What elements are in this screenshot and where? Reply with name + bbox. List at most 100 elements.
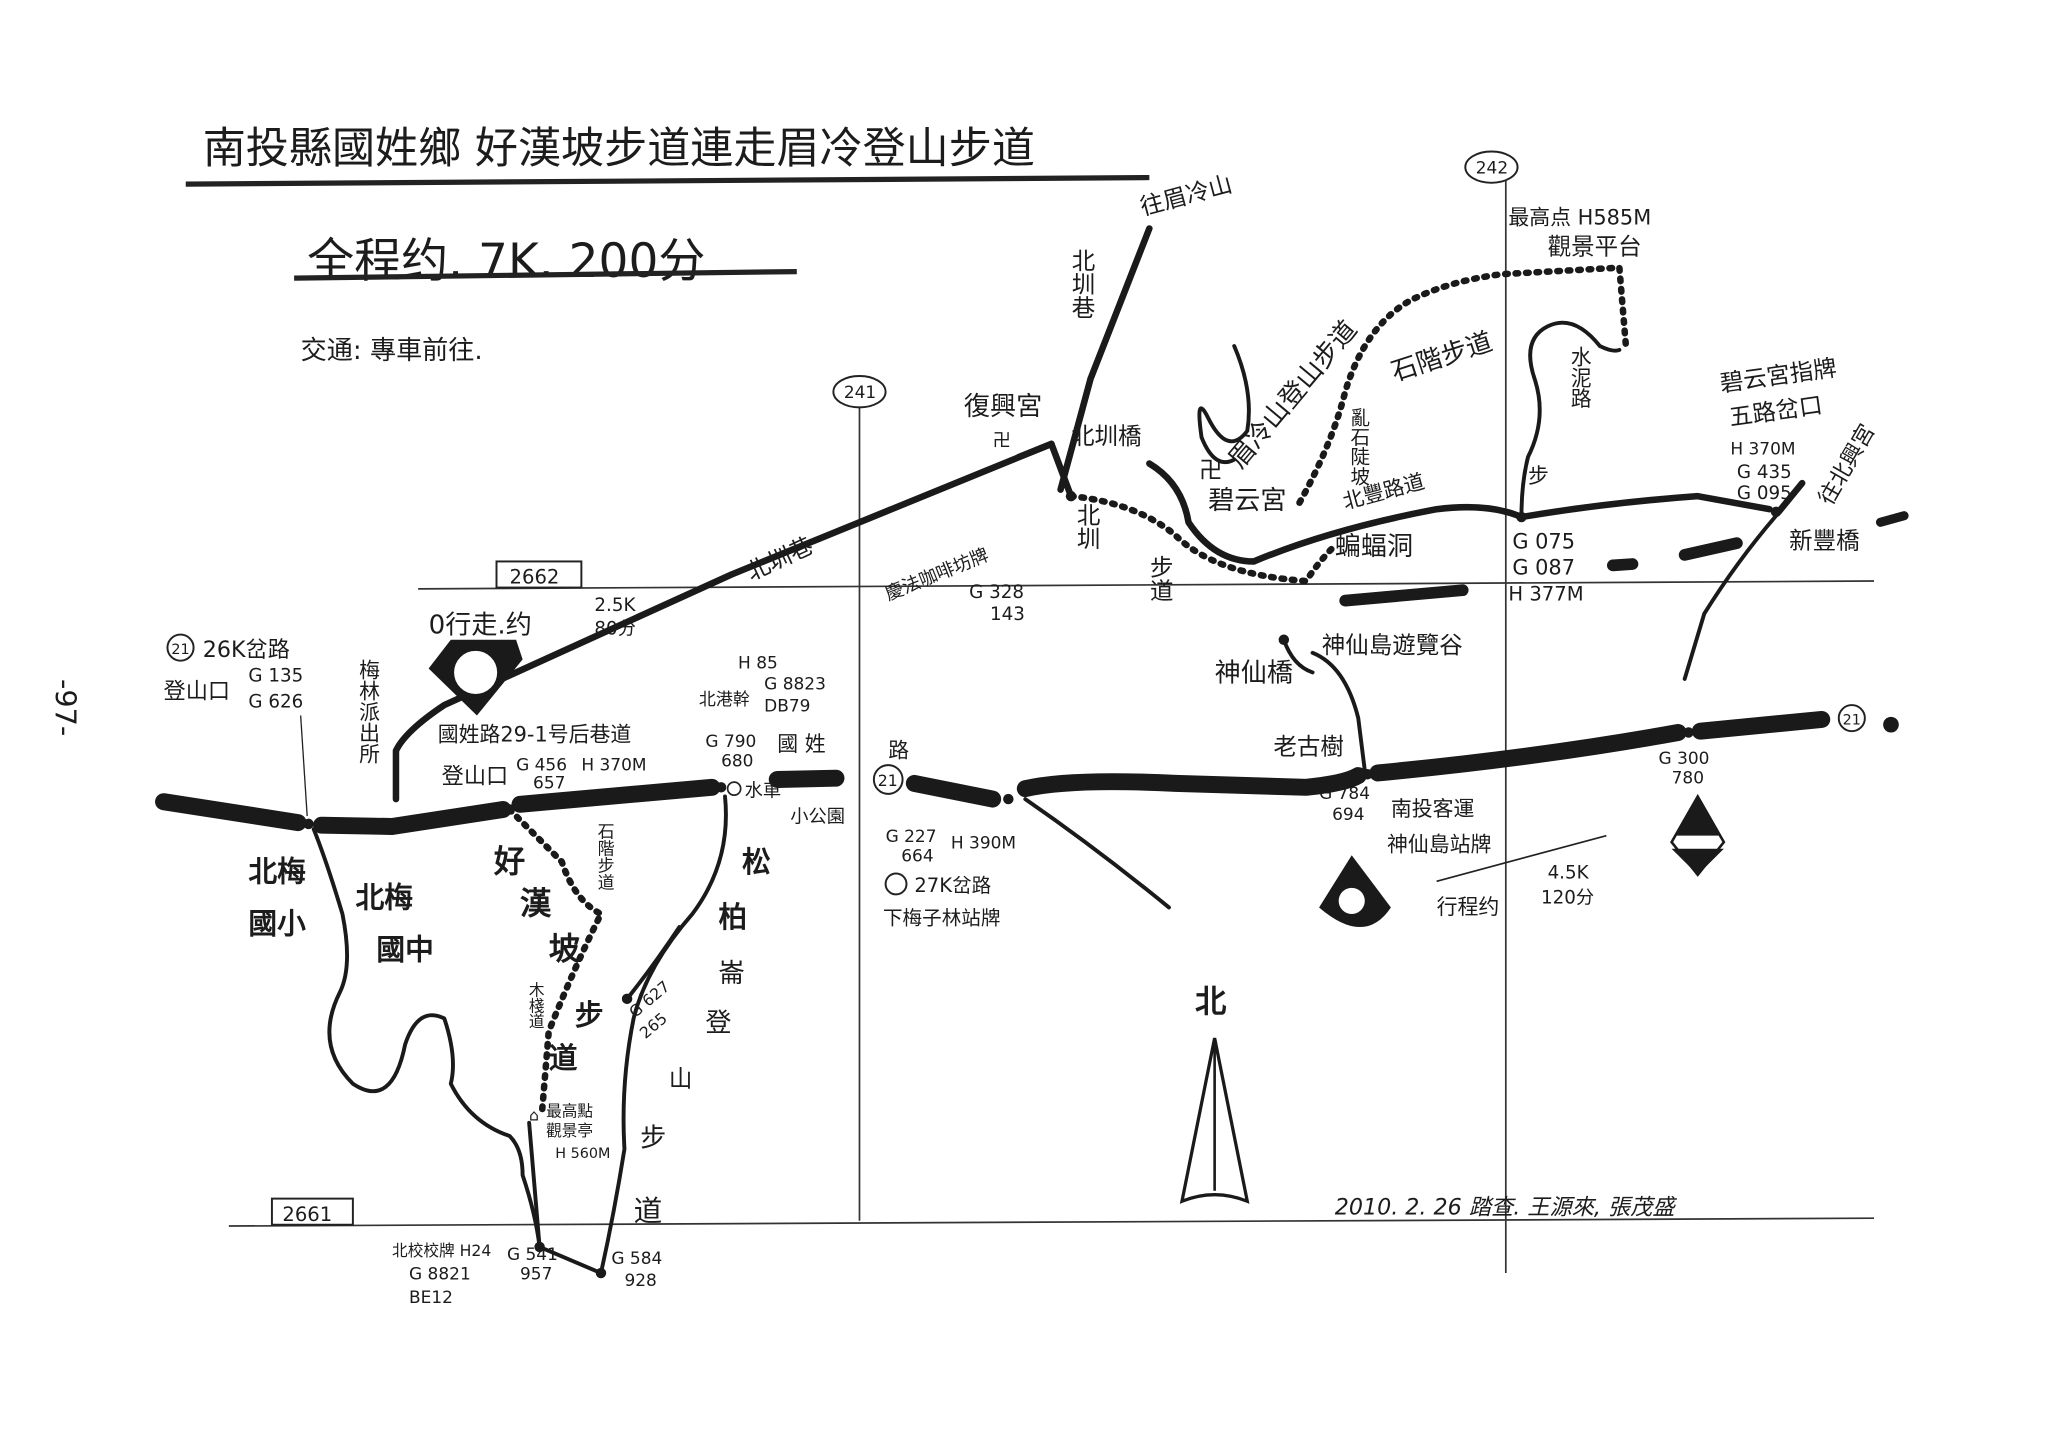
haohanpo-char-3: 坡: [549, 932, 581, 968]
transport-note: 交通: 專車前往.: [301, 336, 483, 366]
survey-credit: 2010. 2. 26 踏查. 王源來, 張茂盛: [1335, 1194, 1678, 1220]
route-21-label-mid: 21: [878, 771, 898, 790]
label-bu: 步: [1528, 464, 1549, 488]
route-note-time: 120分: [1541, 888, 1594, 909]
highway-21: [155, 710, 1899, 835]
label-summit: 最高点 H585M: [1508, 206, 1651, 230]
label-fork-27k: 27K岔路: [914, 874, 991, 897]
grid-ref-ellipse-242: [1464, 150, 1519, 184]
page-number: -97-: [49, 679, 83, 736]
label-five-way: 五路岔口: [1727, 391, 1824, 432]
label-summit-b: 觀景亭: [546, 1121, 593, 1140]
school-sign-c: BE12: [409, 1288, 453, 1308]
five-way-h: H 370M: [1730, 439, 1795, 459]
songbai-char-2: 柏: [718, 900, 747, 934]
gps-h370: H 370M: [581, 755, 646, 775]
label-alley-trailhead: 國姓路29-1号后巷道: [438, 723, 632, 747]
grid-ref-242: 242: [1476, 159, 1508, 179]
songbai-char-6: 步: [640, 1123, 666, 1153]
grid-ref-box-2661: [270, 1197, 354, 1226]
route-21-badge-west: [166, 633, 195, 662]
pole-g8823: G 8823: [764, 674, 826, 694]
label-old-tree: 老古樹: [1273, 733, 1343, 761]
gps-h377: H 377M: [1508, 583, 1583, 606]
map-title: 南投縣國姓鄉 好漢坡步道連走眉冷登山步道: [203, 124, 1035, 174]
label-trailhead-26k: 登山口: [164, 679, 231, 705]
label-boardwalk: 木棧道: [526, 982, 545, 1029]
label-road: 路: [888, 738, 909, 762]
route-21-label-west: 21: [171, 642, 189, 658]
gps-coffee-b: 143: [990, 604, 1025, 625]
summary-underline: [294, 268, 797, 281]
label-beimei-jr-a: 北梅: [355, 880, 413, 914]
junction-dots: [303, 490, 1782, 1279]
route-21-badge-east: [1837, 704, 1866, 733]
label-stone-steps-small: 石階步道: [594, 823, 614, 891]
label-beizhen-lane-vertical: 北圳巷: [1067, 248, 1095, 319]
label-biyun-temple: 碧云宮: [1208, 486, 1286, 516]
gps-657: 657: [533, 774, 565, 794]
label-guoxing: 國 姓: [777, 732, 826, 756]
grid-ref-2662: 2662: [510, 566, 560, 589]
label-police-station: 梅林派出所: [357, 659, 381, 764]
label-bus-b: 神仙島站牌: [1387, 832, 1491, 856]
grid-ref-2661: 2661: [282, 1203, 332, 1226]
start-marker-icon: [428, 639, 523, 716]
gps-087: G 087: [1512, 555, 1575, 579]
dotted-trails: [506, 264, 1630, 1114]
pointer-line: [300, 715, 308, 817]
label-bus-a: 南投客運: [1391, 797, 1475, 821]
route-note-label: 行程约: [1437, 895, 1500, 919]
label-viewing-platform: 觀景平台: [1548, 233, 1642, 261]
walk-time: 80分: [594, 619, 636, 640]
direction-arrow: [1436, 834, 1607, 883]
route-summary: 全程约. 7K. 200分: [307, 234, 705, 289]
gps-680: 680: [721, 751, 753, 771]
north-label: 北: [1195, 984, 1227, 1020]
label-to-beixing: 往北興宮: [1814, 420, 1881, 510]
end-marker-icon: [1670, 793, 1726, 877]
label-beizhen-trail-b: 步道: [1146, 555, 1174, 603]
label-fork-26k: 26K岔路: [203, 637, 290, 663]
songbai-char-5: 山: [669, 1064, 693, 1092]
north-roads: [392, 225, 1806, 910]
dashed-road-east: [1339, 511, 1909, 607]
five-way-gps-a: G 435: [1737, 462, 1792, 483]
label-rocky-slope: 亂石陡坡: [1347, 407, 1370, 485]
south-trails: [311, 794, 728, 1275]
gps-790: G 790: [705, 732, 756, 752]
label-cement-road: 水泥路: [1568, 346, 1592, 409]
grid-ref-241: 241: [844, 383, 876, 403]
gps-135: G 135: [248, 666, 303, 687]
title-underline: [185, 174, 1150, 187]
pole-db79: DB79: [764, 697, 810, 717]
pole-name: 北港幹: [699, 689, 750, 710]
gps-780: 780: [1672, 768, 1704, 788]
label-xinfeng-bridge: 新豐橋: [1789, 526, 1860, 554]
gps-928: 928: [624, 1271, 656, 1291]
songbai-char-3: 崙: [718, 959, 744, 989]
temple-icon: 卍: [993, 431, 1011, 452]
gps-694: 694: [1332, 805, 1364, 825]
pavilion-icon: ⌂: [529, 1105, 539, 1124]
walk-distance: 2.5K: [594, 595, 636, 616]
haohanpo-char-4: 步: [575, 998, 604, 1032]
haohanpo-char-1: 好: [493, 844, 525, 880]
songbai-char-1: 松: [742, 845, 771, 879]
pole-h85: H 85: [738, 654, 778, 674]
haohanpo-char-5: 道: [549, 1041, 578, 1075]
gps-227: G 227: [886, 827, 937, 847]
label-beizhen-lane: 北圳巷: [742, 531, 818, 586]
temple-icon-biyun: 卍: [1199, 456, 1223, 484]
school-sign-a: 北校校牌 H24: [392, 1241, 491, 1260]
route-21-badge-27k: [884, 872, 908, 896]
gps-coffee-a: G 328: [969, 582, 1024, 603]
haohanpo-char-2: 漢: [520, 886, 552, 922]
school-sign-b: G 8821: [409, 1265, 471, 1285]
label-shenxian-valley: 神仙島遊覽谷: [1322, 631, 1463, 659]
north-arrow-icon: [1179, 1037, 1250, 1204]
label-fuxing-temple: 復興宮: [964, 392, 1042, 422]
gps-664: 664: [901, 847, 933, 867]
label-beimei-elem-a: 北梅: [248, 854, 306, 888]
label-summit-h: H 560M: [555, 1146, 610, 1162]
